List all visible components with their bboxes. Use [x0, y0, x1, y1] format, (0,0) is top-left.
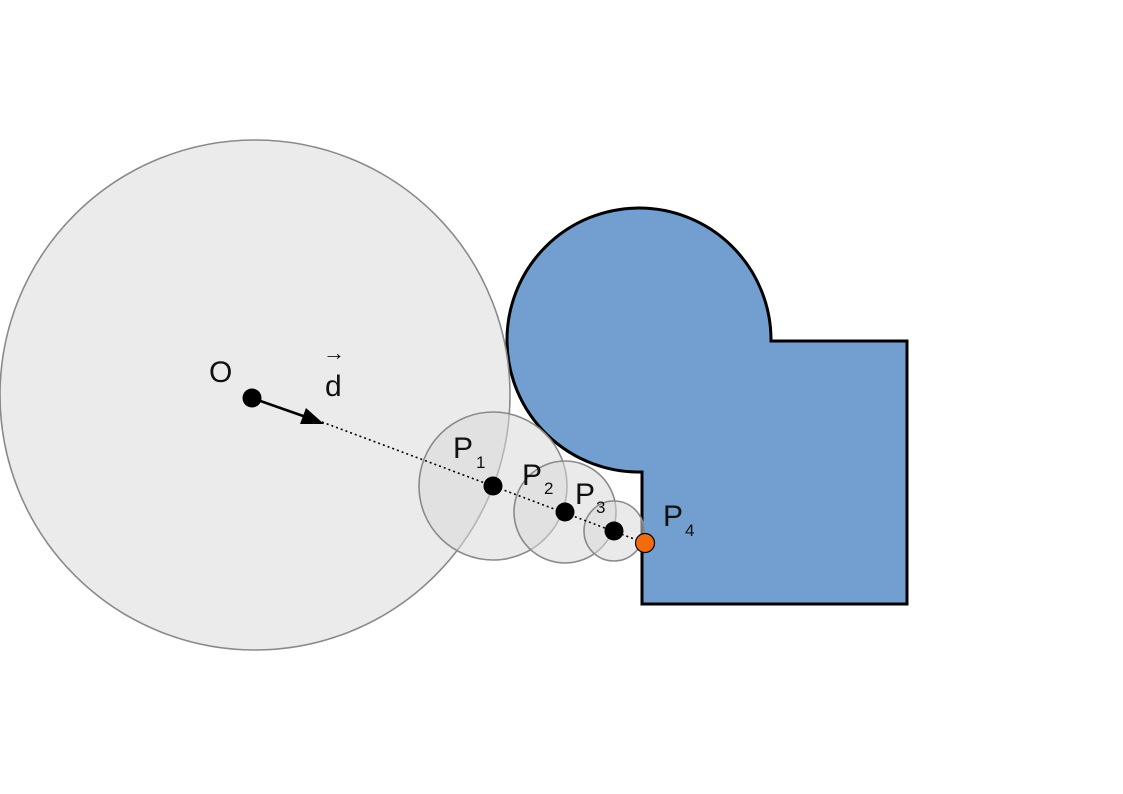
p3-subscript: 3 — [596, 498, 605, 517]
p1-label: P — [453, 432, 473, 465]
direction-arrow-symbol: → — [323, 340, 345, 365]
origin-point — [242, 388, 262, 408]
p4-subscript: 4 — [685, 521, 694, 540]
origin-label: O — [209, 356, 232, 389]
direction-label: d — [325, 370, 342, 403]
p1-subscript: 1 — [476, 453, 485, 472]
point-p2 — [555, 502, 575, 522]
direction-vector-arrowhead — [300, 408, 324, 424]
p2-subscript: 2 — [544, 479, 553, 498]
direction-vector-shaft — [251, 396, 307, 419]
point-p3 — [604, 521, 624, 541]
p2-label: P — [522, 459, 542, 492]
p4-label: P — [663, 500, 683, 533]
scene-shape — [505, 206, 909, 606]
point-p1 — [483, 476, 503, 496]
point-p4-hit — [634, 532, 656, 554]
p3-label: P — [575, 478, 595, 511]
